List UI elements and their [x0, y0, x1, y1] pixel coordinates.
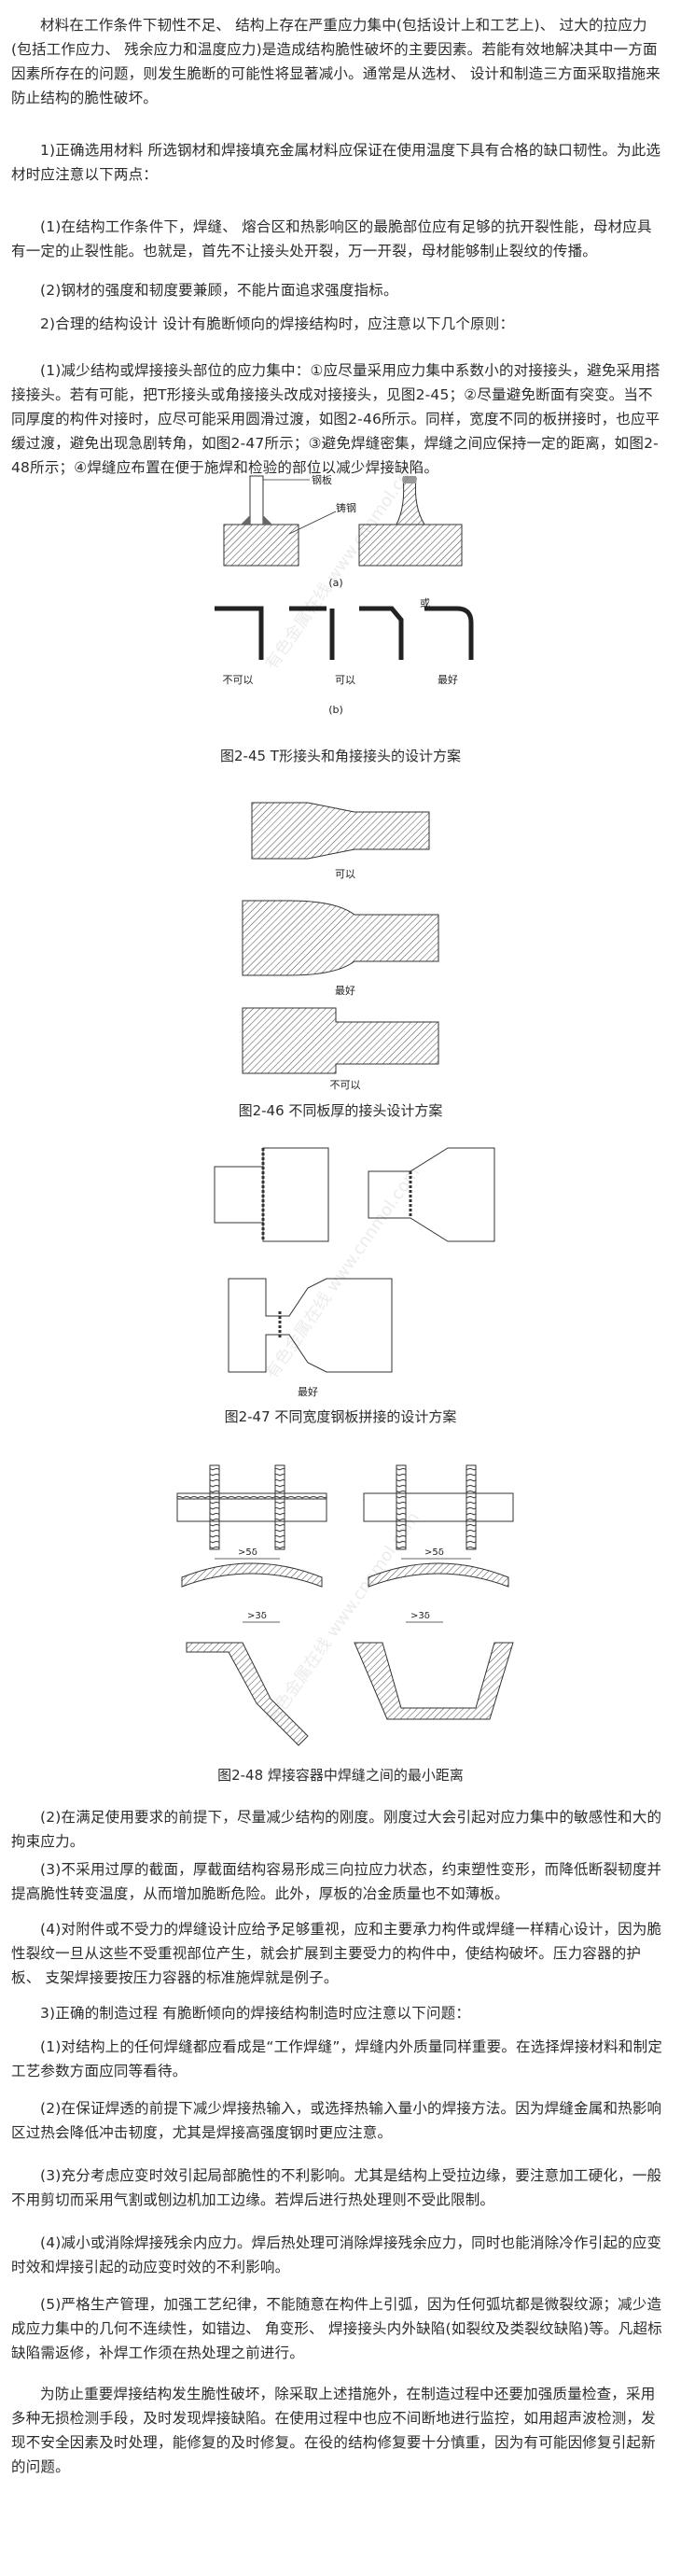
paragraph-material-point-1: (1)在结构工作条件下，焊缝、 熔合区和热影响区的最脆部位应有足够的抗开裂性能，… — [11, 218, 652, 259]
figure-2-48-caption: 图2-48 焊接容器中焊缝之间的最小距离 — [217, 1767, 464, 1784]
figure-2-46: 可以 最好 不可以 — [233, 784, 457, 1092]
paragraph-design-principles: 2)合理的结构设计 设计有脆断倾向的焊接结构时，应注意以下几个原则： — [40, 315, 515, 332]
paragraph-design-point-2: (2)在满足使用要求的前提下，尽量减少结构的刚度。刚度过大会引起对应力集中的敏感… — [11, 1809, 662, 1850]
fig45-b-ok-1 — [289, 606, 335, 660]
label-cast-steel: 铸钢 — [336, 501, 356, 514]
fig48-top-right: >5δ — [363, 1464, 514, 1588]
fig48-label-dist-1: >5δ — [238, 1547, 257, 1558]
label-or: 或 — [420, 597, 430, 609]
figure-2-45: 钢板 铸钢 (a) 或 不可以 可以 最好 (b) — [196, 469, 494, 739]
label-not-allowed: 不可以 — [223, 674, 254, 686]
fig45-a-right — [358, 476, 463, 567]
paragraph-material-point-2: (2)钢材的强度和韧度要兼顾，不能片面追求强度指标。 — [40, 282, 398, 299]
figure-2-48: >5δ >5δ >3δ >3δ — [168, 1456, 522, 1755]
label-b: (b) — [328, 704, 343, 716]
figure-2-45-caption: 图2-45 T形接头和角接接头的设计方案 — [220, 748, 461, 764]
fig48-label-dist-3: >3δ — [247, 1611, 267, 1621]
label-allowed: 可以 — [335, 674, 355, 686]
paragraph-manufacturing: 3)正确的制造过程 有脆断倾向的焊接结构制造时应注意以下问题： — [40, 2005, 471, 2022]
fig46-ok — [251, 802, 430, 860]
fig45-b-bad — [215, 606, 264, 660]
fig48-label-dist-4: >3δ — [410, 1611, 430, 1621]
paragraph-intro: 材料在工作条件下韧性不足、 结构上存在严重应力集中(包括设计上和工艺上)、 过大… — [11, 17, 660, 106]
paragraph-mfg-point-5: (5)严格生产管理，加强工艺纪律，不能随意在构件上引弧，因为任何弧坑都是微裂纹源… — [11, 2296, 662, 2361]
fig48-top-left: >5δ — [176, 1464, 327, 1588]
paragraph-mfg-point-1: (1)对结构上的任何焊缝都应看成是“工作焊缝”，焊缝内外质量同样重要。在选择焊接… — [11, 2038, 663, 2079]
fig48-bottom-right: >3δ — [354, 1611, 514, 1720]
figure-2-47-caption: 图2-47 不同宽度钢板拼接的设计方案 — [224, 1408, 457, 1425]
fig46-label-ok: 可以 — [335, 868, 355, 880]
fig46-label-bad: 不可以 — [330, 1079, 361, 1091]
fig45-a-left — [223, 475, 299, 567]
fig48-bottom-left: >3δ — [186, 1611, 309, 1746]
figure-2-46-caption: 图2-46 不同板厚的接头设计方案 — [238, 1102, 443, 1119]
fig48-label-dist-2: >5δ — [424, 1547, 444, 1558]
fig45-b-ok-2 — [359, 606, 404, 660]
paragraph-design-point-3: (3)不采用过厚的截面，厚截面结构容易形成三向拉应力状态，约束塑性变形，而降低断… — [11, 1861, 662, 1902]
paragraph-design-point-4: (4)对附件或不受力的焊缝设计应给予足够重视，应和主要承力构件或焊缝一样精心设计… — [11, 1921, 662, 1986]
fig46-best — [242, 900, 439, 976]
label-best: 最好 — [438, 673, 458, 686]
figure-2-47-drawing: 最好 — [214, 1147, 495, 1398]
paragraph-mfg-point-3: (3)充分考虑应变时效引起局部脆性的不利影响。尤其是结构上受拉边缘，要注意加工硬… — [11, 2167, 662, 2208]
fig46-bad — [242, 1007, 439, 1074]
fig47-tapered — [368, 1147, 495, 1242]
fig47-stepped — [214, 1147, 329, 1242]
paragraph-mfg-point-4: (4)减小或消除焊接残余内应力。焊后热处理可消除焊接残余应力，同时也能消除冷作引… — [11, 2234, 662, 2275]
fig47-best — [228, 1278, 393, 1373]
fig45-b-best — [424, 606, 474, 660]
figure-2-45-drawing: 钢板 铸钢 (a) 或 不可以 可以 最好 (b) — [215, 473, 474, 716]
figure-2-47: 最好 — [205, 1139, 504, 1400]
label-a: (a) — [328, 577, 342, 589]
fig47-label-best: 最好 — [298, 1385, 318, 1398]
label-steel-plate: 钢板 — [312, 473, 332, 486]
paragraph-mfg-point-2: (2)在保证焊透的前提下减少焊接热输入，或选择热输入量小的焊接方法。因为焊缝金属… — [11, 2100, 662, 2141]
figure-2-48-drawing: >5δ >5δ >3δ >3δ — [176, 1464, 514, 1746]
paragraph-conclusion: 为防止重要焊接结构发生脆性破坏，除采取上述措施外，在制造过程中还要加强质量检查，… — [11, 2386, 656, 2475]
paragraph-material-selection: 1)正确选用材料 所选钢材和焊接填充金属材料应保证在使用温度下具有合格的缺口韧性… — [11, 142, 661, 183]
paragraph-design-point-1: (1)减少结构或焊接接头部位的应力集中：①应尽量采用应力集中系数小的对接接头，避… — [11, 362, 660, 476]
fig46-label-best: 最好 — [335, 984, 355, 997]
figure-2-46-drawing: 可以 最好 不可以 — [242, 802, 439, 1091]
